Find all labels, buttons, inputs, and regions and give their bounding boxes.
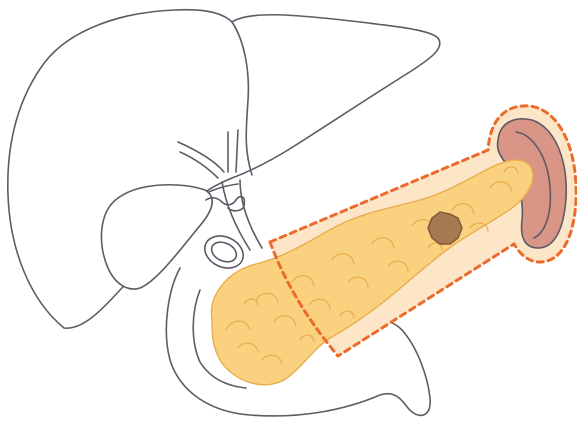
gallbladder — [101, 185, 212, 289]
gallbladder-outline — [101, 185, 212, 289]
pancreas-body-tail — [211, 160, 532, 385]
pancreas — [211, 160, 532, 385]
tumor — [428, 212, 462, 244]
